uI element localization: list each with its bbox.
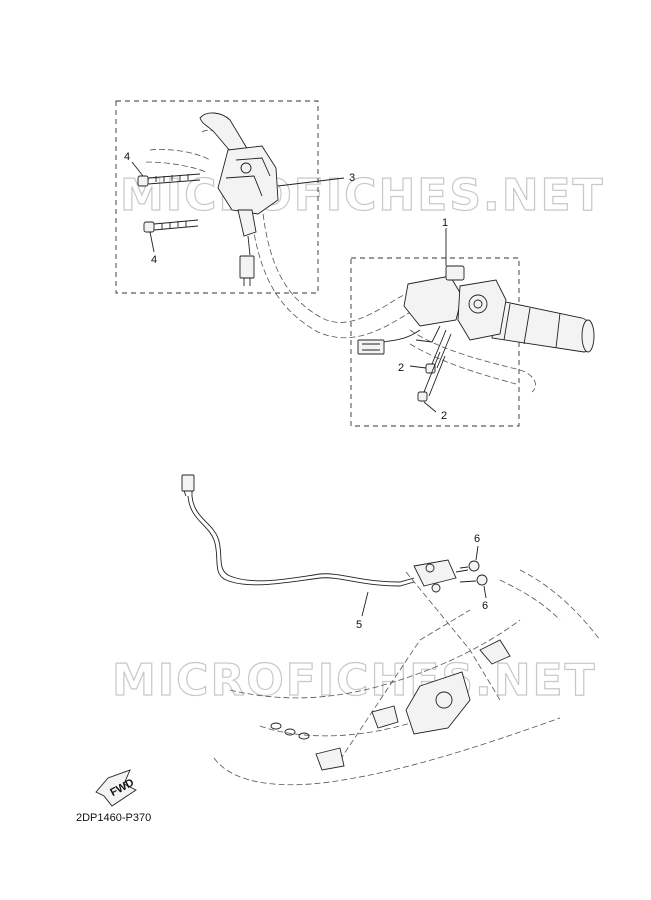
switch-cable xyxy=(187,495,415,587)
left-handlebar-switch xyxy=(217,145,279,286)
screw-2-lower xyxy=(417,351,446,402)
watermark-bottom: MICROFICHES.NET xyxy=(112,655,597,706)
right-handlebar-switch xyxy=(403,265,507,343)
left-switch-group-box xyxy=(115,100,319,294)
watermark-top: MICROFICHES.NET xyxy=(120,170,605,221)
callout-6-upper: 6 xyxy=(474,533,480,545)
sidestand-switch xyxy=(413,559,469,593)
callout-2-lower: 2 xyxy=(441,410,447,422)
right-grip xyxy=(491,299,595,353)
screw-2-upper xyxy=(425,329,452,374)
callout-4-upper: 4 xyxy=(124,151,130,163)
callout-2-upper: 2 xyxy=(398,362,404,374)
screw-4-upper xyxy=(137,173,201,187)
diagram-code: 2DP1460-P370 xyxy=(76,812,152,824)
sidestand-bracket xyxy=(270,639,511,771)
callout-3: 3 xyxy=(349,172,355,184)
right-switch-connector xyxy=(357,329,421,355)
callout-1: 1 xyxy=(442,217,448,229)
right-brake-lever-outline xyxy=(409,329,536,393)
callout-5: 5 xyxy=(356,619,362,631)
screw-6-lower xyxy=(459,574,488,586)
fwd-arrow-icon: FWD xyxy=(95,769,137,807)
callout-6-lower: 6 xyxy=(482,600,488,612)
cable-connector-top xyxy=(181,474,195,497)
frame-outline xyxy=(213,569,601,786)
callout-4-lower: 4 xyxy=(151,254,157,266)
screw-4-lower xyxy=(143,219,199,233)
screw-6-upper xyxy=(459,560,480,572)
